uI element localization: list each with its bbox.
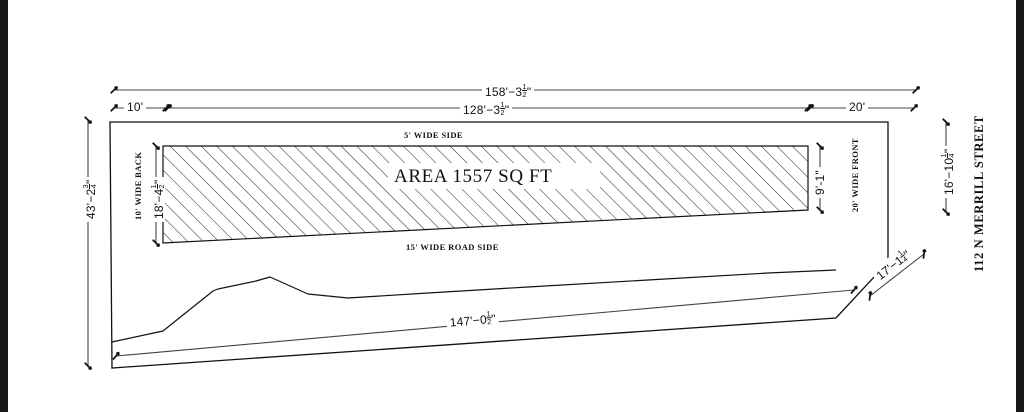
setback-label-back: 10' WIDE BACK	[133, 151, 143, 220]
dim-top-right-offset: 20'	[846, 101, 869, 113]
setback-label-front: 20' WIDE FRONT	[850, 138, 860, 212]
dim-top-left-offset: 10'	[124, 101, 147, 113]
lot-boundary	[109, 121, 889, 369]
dim-building-right-height: 9'-1"	[813, 167, 827, 198]
area-label: AREA 1557 SQ FT	[394, 166, 553, 187]
setback-label-side: 5' WIDE SIDE	[404, 130, 463, 140]
hatched-buildable-area	[162, 145, 809, 244]
street-name-label: 112 N MERRILL STREET	[972, 115, 986, 272]
survey-contour-line	[111, 269, 837, 343]
setback-label-road-side: 15' WIDE ROAD SIDE	[406, 242, 499, 252]
plot-plan-svg	[84, 85, 951, 371]
